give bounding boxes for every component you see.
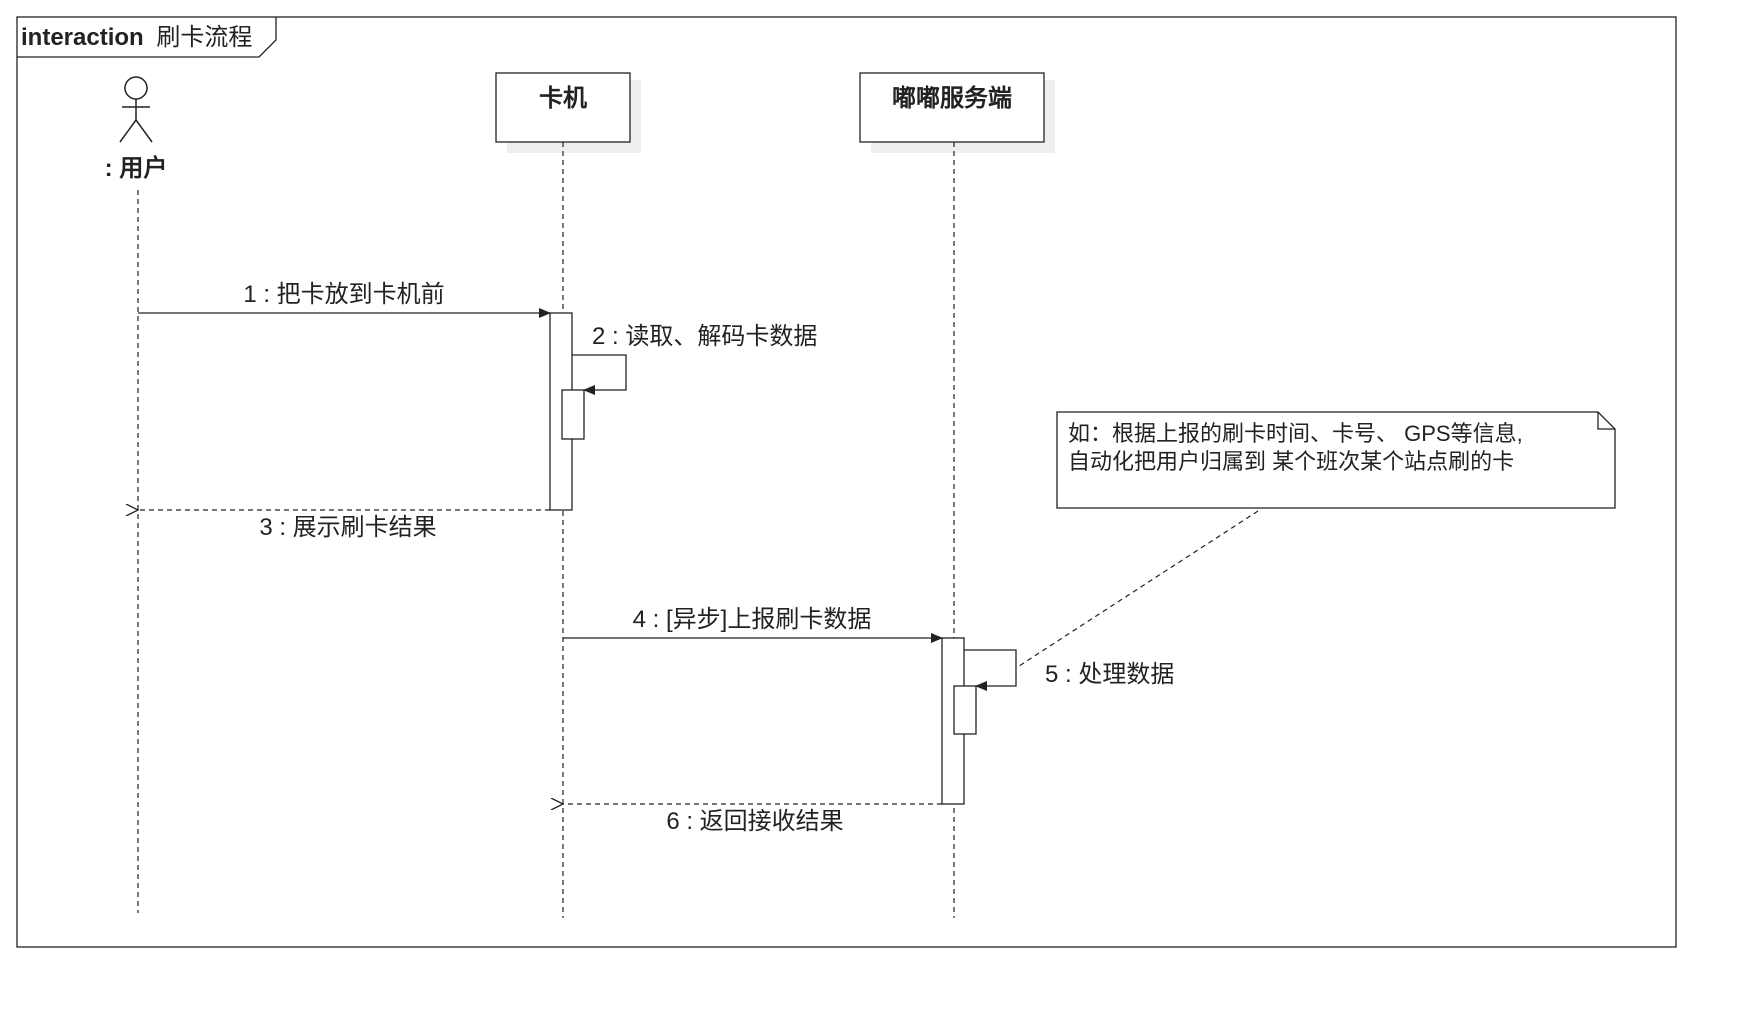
note-line-1: 如：根据上报的刷卡时间、卡号、 GPS等信息, [1068, 421, 1523, 446]
card-machine-nested-activation [561, 389, 585, 440]
note-anchor-line [1015, 510, 1259, 669]
server-label: 嘟嘟服务端 [892, 84, 1012, 112]
server-box [859, 72, 1045, 143]
message-1-label: 1 : 把卡放到卡机前 [243, 281, 444, 308]
message-6-return: 6 : 返回接收结果 [563, 804, 942, 835]
message-5-self-call: 5 : 处理数据 [964, 649, 1174, 691]
actor-icon [119, 76, 153, 143]
frame-border [16, 16, 1677, 948]
message-2-label: 2 : 读取、解码卡数据 [592, 323, 817, 350]
lifeline-server: 嘟嘟服务端 [859, 72, 1055, 918]
card-machine-box [495, 72, 631, 143]
card-machine-label: 卡机 [539, 85, 587, 112]
message-6-label: 6 : 返回接收结果 [666, 808, 843, 835]
lifeline-card-machine: 卡机 [495, 72, 641, 918]
frame-name: 刷卡流程 [156, 24, 252, 51]
server-nested-activation [953, 685, 977, 735]
message-1: 1 : 把卡放到卡机前 [138, 281, 551, 318]
frame-keyword: interaction [21, 24, 144, 51]
note-fold-corner [1597, 412, 1615, 430]
note: 如：根据上报的刷卡时间、卡号、 GPS等信息, 自动化把用户归属到 某个班次某个… [1015, 411, 1616, 669]
message-2-self-call: 2 : 读取、解码卡数据 [572, 323, 817, 395]
interaction-frame: interaction 刷卡流程 [16, 16, 1677, 948]
message-4-label: 4 : [异步]上报刷卡数据 [633, 606, 872, 633]
message-5-label: 5 : 处理数据 [1045, 661, 1174, 688]
message-3-label: 3 : 展示刷卡结果 [259, 514, 436, 541]
lifeline-user: : 用户 [105, 76, 168, 913]
note-box [1056, 411, 1616, 509]
message-3-return: 3 : 展示刷卡结果 [138, 510, 550, 541]
message-4: 4 : [异步]上报刷卡数据 [563, 606, 943, 643]
note-line-2: 自动化把用户归属到 某个班次某个站点刷的卡 [1068, 449, 1514, 474]
user-label: : 用户 [105, 154, 168, 182]
frame-label-tab [17, 17, 277, 58]
frame-title: interaction 刷卡流程 [21, 24, 252, 51]
